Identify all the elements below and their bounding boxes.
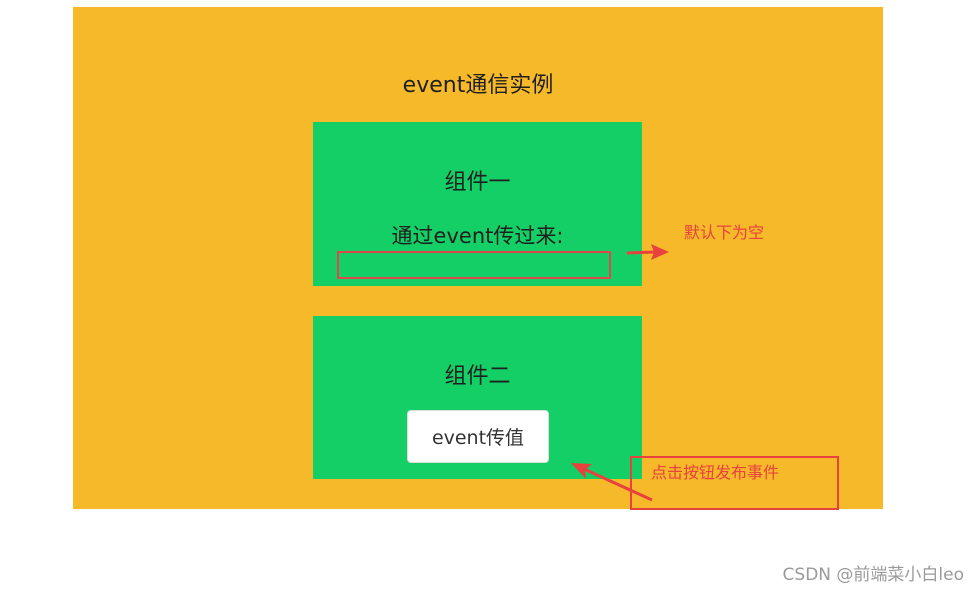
received-label: 通过event传过来: — [391, 224, 564, 248]
app-title: event通信实例 — [402, 73, 554, 98]
watermark: CSDN @前端菜小白leo — [782, 565, 964, 585]
annotation-click-publish: 点击按钮发布事件 — [651, 463, 780, 482]
received-value-box — [337, 251, 611, 279]
component-two: 组件二 event传值 — [313, 316, 642, 479]
component-two-title: 组件二 — [444, 364, 511, 389]
annotation-default-empty: 默认下为空 — [684, 223, 765, 242]
event-send-button[interactable]: event传值 — [407, 410, 549, 463]
component-one: 组件一 通过event传过来: — [313, 122, 642, 286]
annotation-publish-box — [630, 456, 839, 510]
component-one-title: 组件一 — [444, 170, 511, 195]
